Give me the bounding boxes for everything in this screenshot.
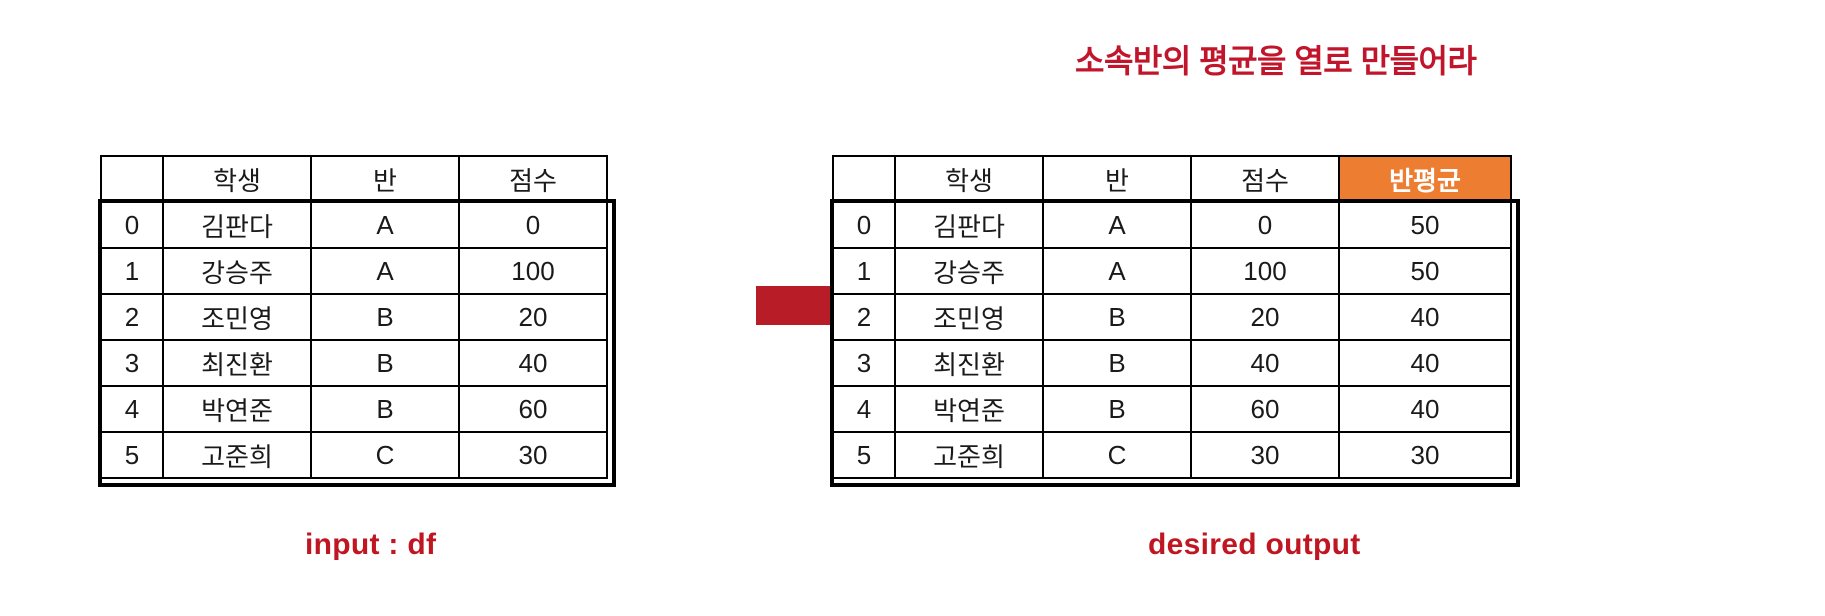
output-caption: desired output xyxy=(1148,528,1361,561)
output-dataframe-table: 학생 반 점수 반평균 0 김판다 A 0 50 1 강승주 A 100 50 xyxy=(832,155,1512,479)
table-row: 4 박연준 B 60 xyxy=(100,385,608,433)
table-row: 3 최진환 B 40 40 xyxy=(832,339,1512,387)
row-index-cell: 0 xyxy=(832,201,896,249)
row-index-cell: 1 xyxy=(100,247,164,295)
table-row: 3 최진환 B 40 xyxy=(100,339,608,387)
cell-class: B xyxy=(1042,385,1192,433)
cell-student: 조민영 xyxy=(894,293,1044,341)
table-row: 0 김판다 A 0 xyxy=(100,201,608,249)
index-corner-cell xyxy=(100,155,164,203)
table-row: 5 고준희 C 30 xyxy=(100,431,608,479)
cell-student: 강승주 xyxy=(894,247,1044,295)
table-row: 1 강승주 A 100 50 xyxy=(832,247,1512,295)
table-row: 2 조민영 B 20 40 xyxy=(832,293,1512,341)
cell-class: C xyxy=(310,431,460,479)
cell-student: 최진환 xyxy=(162,339,312,387)
table-row: 4 박연준 B 60 40 xyxy=(832,385,1512,433)
row-index-cell: 1 xyxy=(832,247,896,295)
table-row: 5 고준희 C 30 30 xyxy=(832,431,1512,479)
cell-student: 강승주 xyxy=(162,247,312,295)
input-caption: input : df xyxy=(305,528,437,561)
table-header-row: 학생 반 점수 반평균 xyxy=(832,155,1512,203)
cell-class-mean: 40 xyxy=(1338,293,1512,341)
cell-class: B xyxy=(310,293,460,341)
cell-class: A xyxy=(1042,201,1192,249)
cell-student: 김판다 xyxy=(162,201,312,249)
cell-class: B xyxy=(310,339,460,387)
table-header-row: 학생 반 점수 xyxy=(100,155,608,203)
input-table-block: 학생 반 점수 0 김판다 A 0 1 강승주 A 100 2 조민영 B xyxy=(98,155,616,487)
cell-score: 0 xyxy=(458,201,608,249)
cell-score: 100 xyxy=(1190,247,1340,295)
table-row: 1 강승주 A 100 xyxy=(100,247,608,295)
cell-student: 고준희 xyxy=(894,431,1044,479)
cell-score: 40 xyxy=(1190,339,1340,387)
row-index-cell: 5 xyxy=(100,431,164,479)
cell-student: 박연준 xyxy=(894,385,1044,433)
row-index-cell: 4 xyxy=(100,385,164,433)
column-header-score: 점수 xyxy=(1190,155,1340,203)
column-header-class: 반 xyxy=(1042,155,1192,203)
table-row: 2 조민영 B 20 xyxy=(100,293,608,341)
cell-score: 20 xyxy=(1190,293,1340,341)
cell-student: 박연준 xyxy=(162,385,312,433)
input-dataframe-table: 학생 반 점수 0 김판다 A 0 1 강승주 A 100 2 조민영 B xyxy=(100,155,608,479)
cell-class-mean: 40 xyxy=(1338,385,1512,433)
row-index-cell: 4 xyxy=(832,385,896,433)
cell-score: 100 xyxy=(458,247,608,295)
cell-class: B xyxy=(310,385,460,433)
cell-class: A xyxy=(310,201,460,249)
row-index-cell: 2 xyxy=(100,293,164,341)
row-index-cell: 3 xyxy=(100,339,164,387)
cell-student: 고준희 xyxy=(162,431,312,479)
column-header-class: 반 xyxy=(310,155,460,203)
cell-student: 조민영 xyxy=(162,293,312,341)
cell-class: C xyxy=(1042,431,1192,479)
cell-score: 60 xyxy=(1190,385,1340,433)
cell-class-mean: 50 xyxy=(1338,201,1512,249)
cell-score: 40 xyxy=(458,339,608,387)
column-header-student: 학생 xyxy=(894,155,1044,203)
cell-student: 최진환 xyxy=(894,339,1044,387)
column-header-student: 학생 xyxy=(162,155,312,203)
row-index-cell: 2 xyxy=(832,293,896,341)
column-header-score: 점수 xyxy=(458,155,608,203)
cell-class: B xyxy=(1042,339,1192,387)
cell-score: 30 xyxy=(1190,431,1340,479)
cell-class-mean: 50 xyxy=(1338,247,1512,295)
row-index-cell: 3 xyxy=(832,339,896,387)
cell-student: 김판다 xyxy=(894,201,1044,249)
output-table-block: 학생 반 점수 반평균 0 김판다 A 0 50 1 강승주 A 100 50 xyxy=(830,155,1520,487)
index-corner-cell xyxy=(832,155,896,203)
cell-score: 30 xyxy=(458,431,608,479)
row-index-cell: 0 xyxy=(100,201,164,249)
cell-class-mean: 30 xyxy=(1338,431,1512,479)
cell-class: B xyxy=(1042,293,1192,341)
cell-class: A xyxy=(310,247,460,295)
table-row: 0 김판다 A 0 50 xyxy=(832,201,1512,249)
cell-score: 20 xyxy=(458,293,608,341)
cell-class: A xyxy=(1042,247,1192,295)
cell-score: 60 xyxy=(458,385,608,433)
row-index-cell: 5 xyxy=(832,431,896,479)
column-header-class-mean: 반평균 xyxy=(1338,155,1512,203)
cell-class-mean: 40 xyxy=(1338,339,1512,387)
page-title: 소속반의 평균을 열로 만들어라 xyxy=(1075,43,1477,79)
cell-score: 0 xyxy=(1190,201,1340,249)
